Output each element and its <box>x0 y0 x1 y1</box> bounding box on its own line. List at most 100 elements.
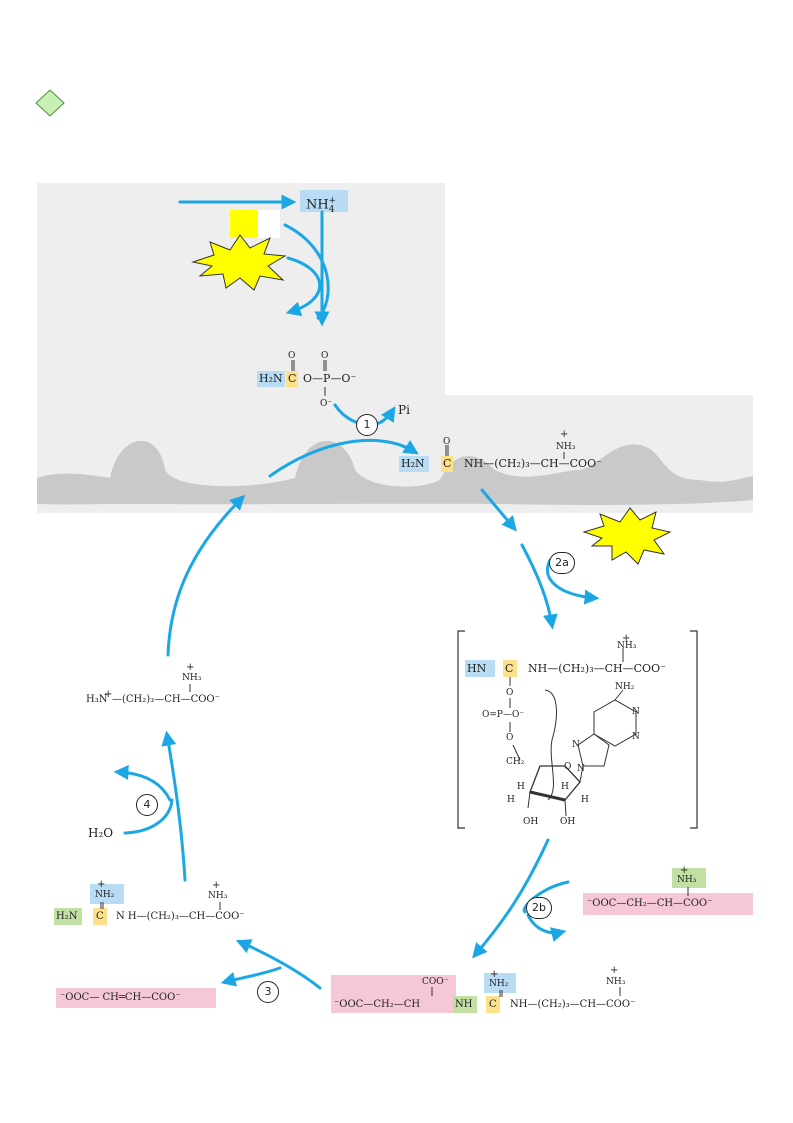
argininosuccinate-c: C <box>489 999 497 1010</box>
citrulline-c: C <box>443 457 452 470</box>
water-label: H₂O <box>88 826 114 840</box>
citrulline-bonds <box>445 445 565 459</box>
arginine-h2n: H₂N <box>56 911 78 922</box>
argininosuccinate-nh3: NH₃ <box>606 977 626 987</box>
intermediate-bracket-right <box>690 630 698 829</box>
intermediate-hn-highlight <box>465 660 495 677</box>
urea-release-arrow <box>113 764 172 802</box>
step-1-marker: 1 <box>356 414 378 436</box>
arginine-chain: N H—(CH₂)₃—CH—COO⁻ <box>116 911 245 922</box>
fumarate-label: ⁻OOC— CH═CH—COO⁻ <box>60 992 181 1003</box>
argininosuccinate-nh2-highlight <box>484 973 516 993</box>
ornithine-h3n: H₃N <box>86 694 108 705</box>
step3-arrow <box>235 939 322 990</box>
step2a-side-arrow <box>545 558 600 605</box>
arginine-h2n-highlight <box>54 908 82 925</box>
citrulline-nh3: NH₃ <box>556 442 576 452</box>
argininosuccinate-coo-top: COO⁻ <box>422 977 449 987</box>
step2b-arrow <box>472 838 550 959</box>
ribose-oh-right: OH <box>560 817 576 827</box>
intermediate-o2: O <box>506 733 514 743</box>
energy-burst-icon <box>582 507 672 565</box>
step-3-marker: 3 <box>257 981 279 1003</box>
citrulline-nh3-charge: + <box>560 429 569 440</box>
white-box <box>258 210 280 238</box>
argininosuccinate-left: ⁻OOC—CH₂—CH <box>334 999 421 1010</box>
ammonium-highlight <box>300 190 348 212</box>
step2b-side-arrow <box>526 913 567 942</box>
argininosuccinate-c-highlight <box>486 996 500 1013</box>
amp-brace <box>544 689 557 801</box>
step1-arrow <box>268 438 419 478</box>
citrulline-chain: NH—(CH₂)₃—CH—COO⁻ <box>464 457 602 470</box>
pi-label: Pi <box>398 403 410 417</box>
argininosuccinate-nh3-charge: + <box>610 965 619 976</box>
intermediate-c-highlight <box>503 660 517 677</box>
intermediate-ch2: CH₂ <box>506 757 525 767</box>
carbamoyl-o-top1: O <box>288 351 296 361</box>
argininosuccinate-nh2-charge: + <box>490 969 499 980</box>
intermediate-chain: NH—(CH₂)₃—CH—COO⁻ <box>528 662 666 675</box>
water-input-arrow <box>123 798 174 835</box>
ribose-h3: H <box>507 795 515 805</box>
adenine-n2: N <box>632 707 640 717</box>
carbamoyl-c: C <box>288 372 297 385</box>
arginine-nh2: NH₂ <box>95 890 115 900</box>
carbamoyl-rest: O—P—O⁻ <box>303 372 357 385</box>
argininosuccinate-nh-highlight <box>453 996 477 1013</box>
aspartate-chain: ⁻OOC—CH₂—CH—COO⁻ <box>587 898 713 909</box>
adenine-n3: N <box>632 732 640 742</box>
carbamoyl-phosphate-bonds <box>291 360 327 396</box>
carbamoyl-c-highlight <box>286 371 298 387</box>
intermediate-nh3: NH₃ <box>617 641 637 651</box>
ammonium-label: NH4+ <box>306 196 336 215</box>
ornithine-import-arrow <box>166 494 246 657</box>
intermediate-hn: HN <box>467 662 487 675</box>
aspartate-nh3-highlight <box>672 868 706 888</box>
intermediate-bracket-left <box>457 630 465 829</box>
intermediate-o1: O <box>506 688 514 698</box>
step-4-marker: 4 <box>136 794 158 816</box>
mitochondrial-membrane <box>37 440 753 505</box>
arginine-c: C <box>96 911 104 922</box>
adenine-nh2: NH₂ <box>615 682 635 692</box>
argininosuccinate-nh2: NH₂ <box>489 979 509 989</box>
arginine-bonds <box>100 902 221 910</box>
ribose-h1: H <box>517 782 525 792</box>
carbamoyl-synthesis-curve-arrow <box>283 223 330 320</box>
aspartate-nh3: NH₃ <box>677 875 697 885</box>
aspartate-nh3-charge: + <box>680 865 689 876</box>
carbamoyl-o-bottom: O⁻ <box>320 399 333 409</box>
citrulline-h2n-highlight <box>399 456 429 472</box>
fumarate-release-arrow <box>220 966 282 987</box>
carbamoyl-h2n-highlight <box>257 371 285 387</box>
argininosuccinate-bonds <box>431 987 621 997</box>
argininosuccinate-chain: NH—(CH₂)₃—CH—COO⁻ <box>510 999 636 1010</box>
ribose-h2: H <box>561 782 569 792</box>
energy-burst-icon <box>191 234 287 291</box>
citrulline-export-arrow <box>480 488 517 532</box>
step-2b-marker: 2b <box>526 897 552 919</box>
adenine-n1: N <box>572 740 580 750</box>
ribose-ring-o: O <box>564 762 572 772</box>
carbamoyl-h2n: H₂N <box>259 372 283 385</box>
citrulline-c-highlight <box>441 456 453 472</box>
arginine-nh3-charge: + <box>212 880 221 891</box>
atp-side-arrow <box>285 256 322 317</box>
arginine-nh3: NH₃ <box>208 891 228 901</box>
citrullyl-amp-bonds <box>509 648 637 817</box>
citrulline-h2n: H₂N <box>401 457 425 470</box>
arginine-nh2-charge: + <box>97 879 106 890</box>
citrulline-o-top: O <box>443 437 451 447</box>
yellow-box <box>230 210 258 238</box>
aspartate-highlight <box>583 893 753 915</box>
intermediate-c: C <box>505 662 514 675</box>
adenine-n4: N <box>577 764 585 774</box>
arginine-c-highlight <box>93 908 107 925</box>
ribose-oh-left: OH <box>523 817 539 827</box>
ribose-h4: H <box>581 795 589 805</box>
ornithine-nh3-charge: + <box>186 662 195 673</box>
fumarate-highlight <box>56 988 216 1008</box>
arginine-nh2-highlight <box>90 884 124 904</box>
